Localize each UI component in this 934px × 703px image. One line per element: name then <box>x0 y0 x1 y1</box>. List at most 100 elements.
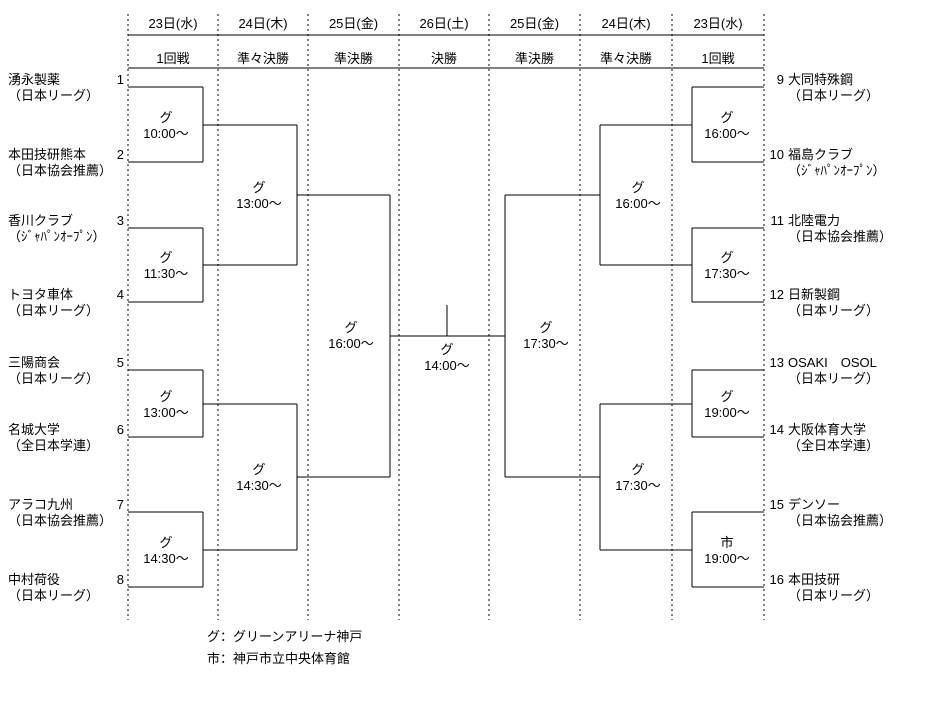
team-name: 中村荷役 <box>8 572 61 587</box>
column-round-7: 1回戦 <box>701 51 735 66</box>
match-label-r-r1-3: グ 19:00～ <box>689 389 765 421</box>
column-date-7: 23日(水) <box>693 16 743 31</box>
seed-number: 2 <box>116 147 124 162</box>
team-affiliation: （全日本学連） <box>788 438 880 453</box>
seed-number: 6 <box>116 422 124 437</box>
bracket-path <box>128 34 764 588</box>
match-venue: グ <box>631 462 645 477</box>
team-name: 名城大学 <box>8 422 61 437</box>
match-label-r-sf: グ 17:30～ <box>508 320 584 352</box>
match-label-l-r1-2: グ 11:30～ <box>128 250 204 282</box>
team-affiliation: （日本リーグ） <box>788 371 880 386</box>
team-affiliation: （日本リーグ） <box>788 303 880 318</box>
column-separator-lines <box>127 14 765 620</box>
team-affiliation: （日本リーグ） <box>8 303 100 318</box>
seed-number: 16 <box>769 572 784 587</box>
match-label-r-r1-1: グ 16:00～ <box>689 110 765 142</box>
seed-number: 13 <box>769 355 784 370</box>
seed-number: 3 <box>116 213 124 228</box>
team-affiliation: （日本協会推薦） <box>788 229 893 244</box>
match-time: 11:30～ <box>143 266 189 281</box>
match-time: 19:00～ <box>704 405 750 420</box>
team-affiliation: （日本リーグ） <box>788 88 880 103</box>
match-label-r-qf-1: グ 16:00～ <box>600 180 676 212</box>
match-venue: グ <box>159 535 173 550</box>
column-round-6: 準々決勝 <box>599 51 652 66</box>
match-label-r-qf-2: グ 17:30～ <box>600 462 676 494</box>
match-time: 14:30～ <box>143 551 189 566</box>
seed-number: 12 <box>769 287 784 302</box>
team-name: 日新製鋼 <box>788 287 841 302</box>
team-affiliation: （全日本学連） <box>8 438 100 453</box>
match-time: 16:00～ <box>615 196 661 211</box>
column-round-3: 準決勝 <box>333 51 373 66</box>
seed-number: 9 <box>776 72 784 87</box>
match-label-r-r1-2: グ 17:30～ <box>689 250 765 282</box>
column-date-4: 26日(土) <box>419 16 469 31</box>
team-affiliation: （ｼﾞｬﾊﾟﾝｵｰﾌﾟﾝ） <box>8 229 106 244</box>
match-time: 13:00～ <box>236 196 282 211</box>
team-name: 大阪体育大学 <box>788 422 867 437</box>
team-affiliation: （ｼﾞｬﾊﾟﾝｵｰﾌﾟﾝ） <box>788 163 886 178</box>
team-affiliation: （日本協会推薦） <box>788 513 893 528</box>
match-label-l-r1-4: グ 14:30～ <box>128 535 204 567</box>
legend-venue-city-gym: 市：神戸市立中央体育館 <box>207 651 351 666</box>
team-name: デンソー <box>788 497 841 512</box>
match-venue: グ <box>631 180 645 195</box>
legend-venue-green-arena: グ：グリーンアリーナ神戸 <box>207 629 363 644</box>
seed-number: 4 <box>116 287 124 302</box>
match-label-l-qf-1: グ 13:00～ <box>221 180 297 212</box>
column-date-3: 25日(金) <box>328 16 379 31</box>
match-venue: 市 <box>720 535 734 550</box>
match-time: 17:30～ <box>704 266 750 281</box>
match-venue: グ <box>720 389 734 404</box>
match-time: 17:30～ <box>523 336 569 351</box>
match-time: 17:30～ <box>615 478 661 493</box>
match-time: 10:00～ <box>143 126 189 141</box>
match-venue: グ <box>252 180 266 195</box>
match-venue: グ <box>159 250 173 265</box>
column-date-6: 24日(木) <box>601 16 651 31</box>
match-time: 14:00～ <box>424 358 470 373</box>
team-affiliation: （日本リーグ） <box>8 88 100 103</box>
team-name: 湧永製薬 <box>8 72 61 87</box>
match-venue: グ <box>440 342 454 357</box>
team-name: 大同特殊鋼 <box>788 72 854 87</box>
match-venue: グ <box>344 320 358 335</box>
seed-number: 11 <box>770 213 785 228</box>
team-name: 本田技研 <box>788 572 841 587</box>
team-name: 三陽商会 <box>8 355 61 370</box>
team-name: トヨタ車体 <box>8 287 74 302</box>
match-venue: グ <box>720 250 734 265</box>
column-date-5: 25日(金) <box>509 16 560 31</box>
seed-number: 7 <box>116 497 124 512</box>
match-label-l-r1-1: グ 10:00～ <box>128 110 204 142</box>
team-name: アラコ九州 <box>8 497 74 512</box>
match-time: 16:00～ <box>704 126 750 141</box>
match-time: 13:00～ <box>143 405 189 420</box>
team-affiliation: （日本リーグ） <box>8 588 100 603</box>
match-venue: グ <box>720 110 734 125</box>
column-date-1: 23日(水) <box>148 16 198 31</box>
match-label-r-r1-4: 市 19:00～ <box>689 535 765 567</box>
team-name: 福島クラブ <box>788 147 854 162</box>
column-round-1: 1回戦 <box>156 51 190 66</box>
match-venue: グ <box>159 389 173 404</box>
team-name: 本田技研熊本 <box>8 147 87 162</box>
seed-number: 8 <box>116 572 124 587</box>
match-label-final: グ 14:00～ <box>409 342 485 374</box>
match-label-l-sf: グ 16:00～ <box>313 320 389 352</box>
team-affiliation: （日本協会推薦） <box>8 513 113 528</box>
column-round-2: 準々決勝 <box>236 51 289 66</box>
match-time: 16:00～ <box>328 336 374 351</box>
seed-number: 10 <box>769 147 784 162</box>
column-date-2: 24日(木) <box>238 16 288 31</box>
match-time: 19:00～ <box>704 551 750 566</box>
team-name: 北陸電力 <box>788 213 841 228</box>
match-venue: グ <box>159 110 173 125</box>
seed-number: 15 <box>769 497 784 512</box>
seed-number: 5 <box>116 355 124 370</box>
team-affiliation: （日本協会推薦） <box>8 163 113 178</box>
